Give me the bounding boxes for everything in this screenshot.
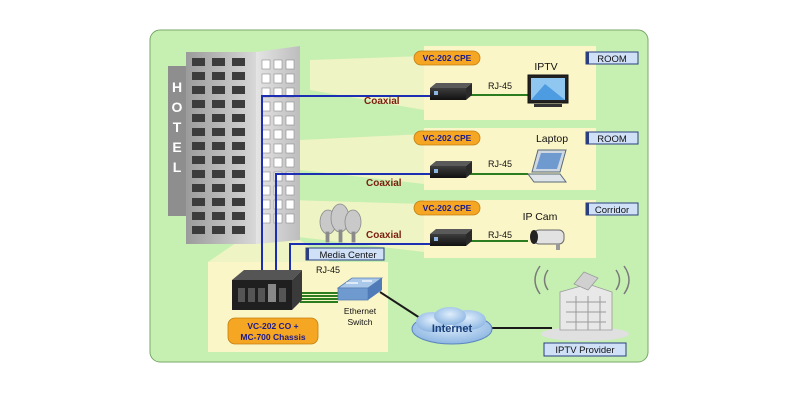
cpe-badge — [413, 130, 481, 146]
hotel-sign-letter: L — [173, 159, 182, 175]
internet-cloud-icon: Internet — [411, 307, 493, 345]
device-label: Laptop — [536, 133, 568, 145]
coaxial-label: Coaxial — [366, 230, 402, 241]
cpe-badge-label: VC-202 CPE — [423, 53, 472, 63]
device-label: IP Cam — [523, 211, 558, 223]
cpe-badge-label: VC-202 CPE — [423, 133, 472, 143]
room-tag-label: Corridor — [595, 205, 629, 216]
device-label: IPTV — [534, 61, 557, 73]
coax-lines — [261, 95, 432, 282]
media-center-label: Media Center — [319, 250, 376, 261]
room-tag-label: ROOM — [597, 54, 627, 65]
rj45-label: RJ-45 — [488, 230, 512, 240]
hotel-sign-letter: O — [172, 99, 183, 115]
wan-links — [379, 291, 552, 329]
provider-tag — [543, 342, 627, 357]
laptop-icon — [527, 149, 567, 183]
cpe-badge — [413, 50, 481, 66]
coaxial-label: Coaxial — [364, 96, 400, 107]
ip-camera-icon — [530, 229, 565, 250]
chassis-label-box: VC-202 CO + MC-700 Chassis — [227, 317, 319, 345]
hotel-sign-letter: T — [173, 119, 182, 135]
cpe-device-icon — [430, 229, 472, 234]
internet-label: Internet — [432, 323, 473, 335]
tv-icon — [527, 74, 569, 107]
provider-label: IPTV Provider — [555, 345, 614, 356]
rj45-lines — [300, 94, 528, 303]
rj45-label: RJ-45 — [488, 159, 512, 169]
chassis-label-line1: VC-202 CO + — [247, 321, 298, 331]
cpe-badge — [413, 200, 481, 216]
rj45-label: RJ-45 — [488, 81, 512, 91]
chassis-label-line2: MC-700 Chassis — [240, 332, 305, 342]
media-rj45-label: RJ-45 — [316, 265, 340, 275]
ethernet-switch-icon — [336, 277, 384, 301]
chassis-icon — [232, 270, 302, 310]
cpe-device-icon — [430, 83, 472, 88]
room-tag-label: ROOM — [597, 134, 627, 145]
provider-building-icon — [534, 265, 630, 341]
trees — [319, 203, 362, 243]
hotel-sign-letter: H — [172, 79, 182, 95]
switch-label-line2: Switch — [347, 317, 372, 327]
coaxial-label: Coaxial — [366, 178, 402, 189]
hotel-sign-letter: E — [172, 139, 181, 155]
cpe-badge-label: VC-202 CPE — [423, 203, 472, 213]
room-group: Corridor VC-202 CPE RJ-45 Coaxial IP Cam — [366, 200, 639, 246]
switch-label-line1: Ethernet — [344, 306, 377, 316]
cpe-device-icon — [430, 161, 472, 166]
